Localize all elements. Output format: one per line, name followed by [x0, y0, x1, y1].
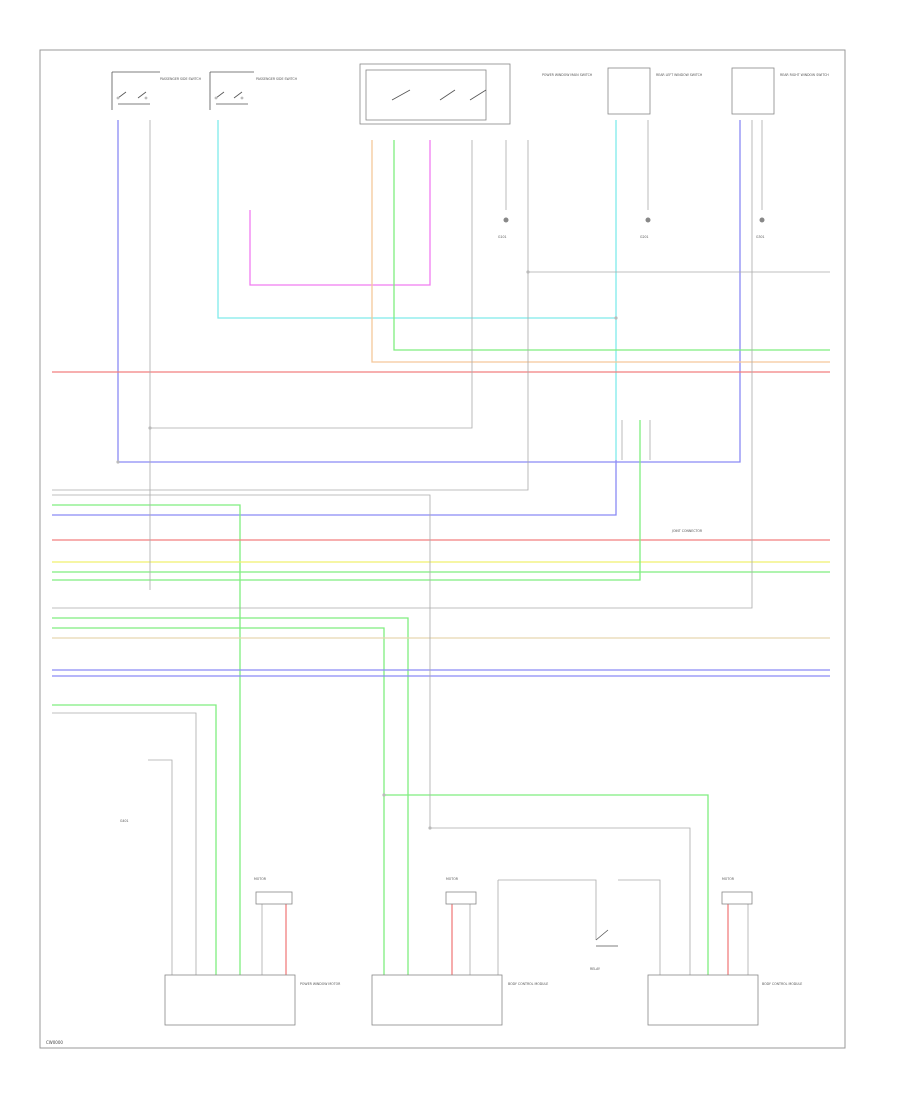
module-left-label: POWER WINDOW MOTOR	[300, 982, 341, 986]
module-mid-label: BODY CONTROL MODULE	[508, 982, 548, 986]
diagram-frame	[39, 49, 846, 1049]
diagram-code: CW0000	[46, 1040, 63, 1045]
ground-symbols: G101 G201 G301 G401	[120, 217, 765, 823]
mid-switch-label: PASSENGER SIDE SWITCH	[256, 77, 298, 81]
green-wire	[384, 794, 709, 975]
right-switch-2: REAR RIGHT WINDOW SWITCH	[731, 67, 829, 115]
module-right: BODY CONTROL MODULE	[647, 974, 802, 1026]
module-mid: BODY CONTROL MODULE	[371, 974, 548, 1026]
ground-label-1: G101	[498, 235, 507, 239]
blue-wire	[52, 460, 617, 516]
junction-dots	[116, 270, 618, 830]
cyan-wire	[217, 120, 617, 460]
blue-wire	[117, 120, 741, 463]
ground-label-2: G201	[640, 235, 649, 239]
ground-label-3: G301	[756, 235, 765, 239]
module-left: POWER WINDOW MOTOR	[164, 974, 341, 1026]
motor-b: MOTOR	[445, 877, 477, 905]
left-switch: PASSENGER SIDE SWITCH	[111, 71, 202, 110]
green-wire	[52, 627, 385, 975]
green-wire	[393, 140, 830, 351]
green-wire	[52, 504, 241, 975]
motor-c-label: MOTOR	[722, 877, 735, 881]
orange-wire	[371, 140, 830, 363]
green-wire	[52, 617, 409, 975]
main-switch-label: POWER WINDOW MAIN SWITCH	[542, 73, 593, 77]
ground-label-4: G401	[120, 819, 129, 823]
relay: RELAY	[590, 929, 618, 971]
junction-label: JOINT CONNECTOR	[671, 529, 703, 533]
motor-c: MOTOR	[721, 877, 753, 905]
motor-b-label: MOTOR	[446, 877, 459, 881]
wire-group	[52, 120, 830, 975]
right-switch-1: REAR LEFT WINDOW SWITCH	[607, 67, 703, 115]
module-right-label: BODY CONTROL MODULE	[762, 982, 802, 986]
magenta-wire	[249, 140, 431, 286]
motor-a-label: MOTOR	[254, 877, 267, 881]
right-switch-2-label: REAR RIGHT WINDOW SWITCH	[780, 73, 829, 77]
main-switch: POWER WINDOW MAIN SWITCH	[359, 63, 593, 125]
green-wire	[52, 420, 641, 581]
motor-a: MOTOR	[254, 877, 293, 905]
gray-wire-group	[52, 120, 830, 975]
relay-label: RELAY	[590, 967, 600, 971]
right-switch-1-label: REAR LEFT WINDOW SWITCH	[656, 73, 703, 77]
left-switch-label: PASSENGER SIDE SWITCH	[160, 77, 202, 81]
green-wire	[52, 704, 217, 975]
mid-switch: PASSENGER SIDE SWITCH	[209, 71, 298, 110]
